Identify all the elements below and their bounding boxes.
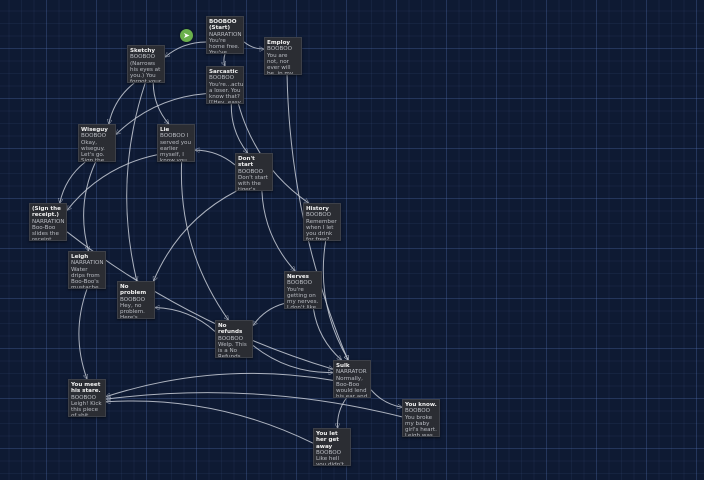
- link-sketchy-to-wiseguy: [109, 82, 135, 124]
- passage-sign-receipt[interactable]: (Sign the receipt.) NARRATION Boo-Boo sl…: [29, 203, 67, 241]
- link-lie-to-no-refunds: [180, 161, 228, 320]
- passage-no-problem[interactable]: No problem BOOBOO Hey, no problem. Here'…: [117, 281, 155, 319]
- link-sketchy-to-lie: [152, 82, 169, 124]
- link-leigh-to-you-meet-his-stare: [78, 288, 87, 379]
- passage-sulk[interactable]: Sulk NARRATOR Normally, Boo-Boo would le…: [333, 360, 371, 398]
- passage-title: History: [306, 206, 329, 212]
- passage-excerpt: BOOBOO Okay, wiseguy. Let's go. Sign the…: [81, 133, 107, 162]
- passage-title: You let her get away: [316, 431, 339, 450]
- passage-wiseguy[interactable]: Wiseguy BOOBOO Okay, wiseguy. Let's go. …: [78, 124, 116, 162]
- link-sulk-to-you-let-her-get-away: [337, 397, 347, 428]
- passage-excerpt: BOOBOO Don't start with the tiger's bloo…: [238, 168, 268, 191]
- passage-excerpt: BOOBOO Hey, no problem. Here's your card…: [120, 296, 146, 319]
- link-nerves-to-no-refunds: [253, 303, 285, 325]
- link-sketchy-to-no-problem: [126, 82, 146, 281]
- link-dont-start-to-no-problem: [154, 190, 237, 281]
- passage-history[interactable]: History BOOBOO Remember when I let you d…: [303, 203, 341, 241]
- link-no-refunds-to-no-problem: [155, 308, 216, 332]
- link-dont-start-to-lie: [195, 150, 236, 166]
- link-nerves-to-sulk: [312, 308, 341, 360]
- link-sarcastic-to-dont-start: [230, 103, 247, 153]
- passage-title: Don't start: [238, 156, 255, 169]
- passage-title: (Sign the receipt.): [32, 206, 61, 219]
- passage-title: Leigh: [71, 254, 89, 260]
- link-lie-to-sign-receipt: [67, 154, 158, 211]
- passage-excerpt: BOOBOO Welp. This is a No Refunds kinda …: [218, 335, 247, 358]
- link-booboo-start-to-sarcastic: [224, 53, 225, 66]
- passage-nerves[interactable]: Nerves BOOBOO You're getting on my nerve…: [284, 271, 322, 309]
- passage-excerpt: BOOBOO You broke my baby girl's heart. L…: [405, 408, 437, 437]
- passage-excerpt: BOOBOO You are not, nor ever will be, in…: [267, 46, 294, 75]
- passage-no-refunds[interactable]: No refunds BOOBOO Welp. This is a No Ref…: [215, 320, 253, 358]
- passage-excerpt: NARRATION Boo-Boo slides the receipt acr…: [32, 218, 65, 241]
- passage-you-let-her-get-away[interactable]: You let her get away BOOBOO Like hell yo…: [313, 428, 351, 466]
- passage-booboo-start[interactable]: BOOBOO (Start) NARRATION You're home fre…: [206, 16, 244, 54]
- passage-dont-start[interactable]: Don't start BOOBOO Don't start with the …: [235, 153, 273, 191]
- rocket-icon: ➤: [180, 29, 193, 42]
- passage-leigh[interactable]: Leigh NARRATION Water drips from Boo-Boo…: [68, 251, 106, 289]
- passage-title: Sarcastic: [209, 69, 238, 75]
- passage-title: Wiseguy: [81, 127, 108, 133]
- passage-title: Nerves: [287, 274, 310, 280]
- passage-title: Sulk: [336, 363, 350, 369]
- passage-excerpt: NARRATION Water drips from Boo-Boo's mus…: [71, 260, 104, 289]
- passage-you-know[interactable]: You know. BOOBOO You broke my baby girl'…: [402, 399, 440, 437]
- link-no-refunds-to-sulk: [252, 345, 333, 372]
- link-sulk-to-you-meet-his-stare: [106, 372, 334, 396]
- passage-excerpt: NARRATION You're home free. You've escap…: [209, 31, 242, 54]
- passage-lie[interactable]: Lie BOOBOO I served you earlier myself, …: [157, 124, 195, 162]
- passage-excerpt: BOOBOO Leigh! Kick this piece of shit ou…: [71, 394, 102, 417]
- link-sulk-to-you-know: [370, 389, 402, 408]
- passage-excerpt: NARRATOR Normally, Boo-Boo would lend hi…: [336, 369, 368, 398]
- link-dont-start-to-nerves: [261, 190, 295, 271]
- passage-you-meet-his-stare[interactable]: You meet his stare. BOOBOO Leigh! Kick t…: [68, 379, 106, 417]
- passage-excerpt: BOOBOO (Narrows his eyes at you.) You fo…: [130, 54, 162, 83]
- passage-title: You meet his stare.: [71, 382, 101, 395]
- passage-title: Sketchy: [130, 48, 156, 54]
- passage-title: You know.: [405, 402, 437, 408]
- link-booboo-start-to-sketchy: [165, 41, 207, 57]
- passage-sketchy[interactable]: Sketchy BOOBOO (Narrows his eyes at you.…: [127, 45, 165, 83]
- link-booboo-start-to-employ: [243, 41, 264, 49]
- link-history-to-sulk: [322, 240, 348, 360]
- link-wiseguy-to-sign-receipt: [60, 161, 86, 203]
- passage-excerpt: BOOBOO I served you earlier myself, I kn…: [160, 133, 192, 162]
- passage-employ[interactable]: Employ BOOBOO You are not, nor ever will…: [264, 37, 302, 75]
- passage-title: No refunds: [218, 323, 243, 336]
- passage-title: BOOBOO (Start): [209, 19, 237, 32]
- passage-excerpt: BOOBOO You're...actually a loser. You kn…: [209, 75, 244, 104]
- passage-excerpt: BOOBOO You're getting on my nerves. I do…: [287, 280, 319, 309]
- passage-title: Lie: [160, 127, 170, 133]
- link-you-let-her-get-away-to-you-meet-his-stare: [106, 401, 314, 444]
- passage-excerpt: BOOBOO Remember when I let you drink for…: [306, 212, 337, 241]
- passage-sarcastic[interactable]: Sarcastic BOOBOO You're...actually a los…: [206, 66, 244, 104]
- passage-title: No problem: [120, 284, 147, 297]
- passage-excerpt: BOOBOO Like hell you didn't. I saw you i…: [316, 449, 346, 466]
- link-wiseguy-to-leigh: [83, 161, 96, 251]
- passage-title: Employ: [267, 40, 291, 46]
